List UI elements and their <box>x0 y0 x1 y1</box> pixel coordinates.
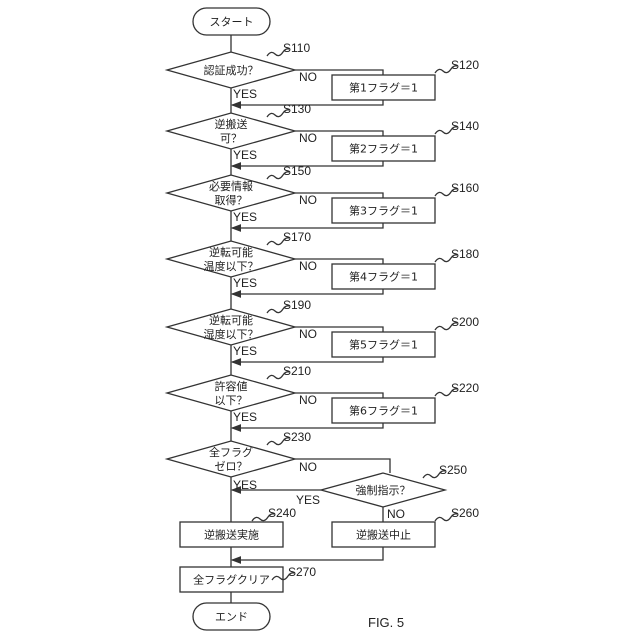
step-text: 必要情報 <box>209 180 253 193</box>
step-id: S170 <box>283 230 311 244</box>
yes-label: YES <box>233 478 257 492</box>
no-label: NO <box>299 393 317 407</box>
step-id: S150 <box>283 164 311 178</box>
step-text: ゼロ？ <box>215 460 248 473</box>
step-id: S270 <box>288 565 316 579</box>
yes-label: YES <box>233 210 257 224</box>
no-label: NO <box>299 460 317 474</box>
step-text: 強制指示？ <box>356 483 411 497</box>
step-id: S160 <box>451 181 479 195</box>
step-id: S180 <box>451 247 479 261</box>
step-text: 温度以下？ <box>204 259 259 273</box>
step-text: 第3フラグ＝1 <box>349 204 418 218</box>
step-text: 第4フラグ＝1 <box>349 270 418 284</box>
step-text: 可？ <box>220 132 242 145</box>
step-text: 逆搬送 <box>215 117 248 131</box>
step-id: S230 <box>283 430 311 444</box>
step-id: S190 <box>283 298 311 312</box>
step-text: 全フラグ <box>209 445 253 459</box>
step-text: 第6フラグ＝1 <box>349 404 418 418</box>
step-id: S130 <box>283 102 311 116</box>
no-label: NO <box>299 259 317 273</box>
step-text: 逆搬送実施 <box>204 528 259 542</box>
start-terminal-text: スタート <box>210 16 254 29</box>
step-text: 逆転可能 <box>209 245 253 259</box>
yes-label: YES <box>233 344 257 358</box>
step-id: S240 <box>268 506 296 520</box>
no-label: NO <box>299 70 317 84</box>
step-text: 取得？ <box>215 194 248 207</box>
step-id: S220 <box>451 381 479 395</box>
yes-label: YES <box>233 276 257 290</box>
step-text: 逆搬送中止 <box>356 528 411 542</box>
step-text: 第5フラグ＝1 <box>349 338 418 352</box>
step-text: 逆転可能 <box>209 313 253 327</box>
step-text: 認証成功？ <box>204 63 259 77</box>
step-text: 全フラグクリア <box>193 573 270 587</box>
end-terminal-text: エンド <box>215 611 248 624</box>
step-text: 許容値 <box>215 379 248 393</box>
yes-label: YES <box>296 493 320 507</box>
step-text: 以下？ <box>215 394 248 407</box>
yes-label: YES <box>233 87 257 101</box>
no-label: NO <box>299 131 317 145</box>
step-id: S250 <box>439 463 467 477</box>
no-label: NO <box>387 507 405 521</box>
step-text: 第1フラグ＝1 <box>349 81 418 95</box>
yes-label: YES <box>233 410 257 424</box>
figure-label: FIG. 5 <box>368 615 404 630</box>
step-text: 第2フラグ＝1 <box>349 142 418 156</box>
step-id: S120 <box>451 58 479 72</box>
connector-line <box>232 547 383 560</box>
step-id: S210 <box>283 364 311 378</box>
step-id: S260 <box>451 506 479 520</box>
step-id: S140 <box>451 119 479 133</box>
no-label: NO <box>299 193 317 207</box>
yes-label: YES <box>233 148 257 162</box>
step-id: S200 <box>451 315 479 329</box>
no-label: NO <box>299 327 317 341</box>
step-id: S110 <box>283 41 310 55</box>
step-text: 湿度以下？ <box>204 327 259 341</box>
